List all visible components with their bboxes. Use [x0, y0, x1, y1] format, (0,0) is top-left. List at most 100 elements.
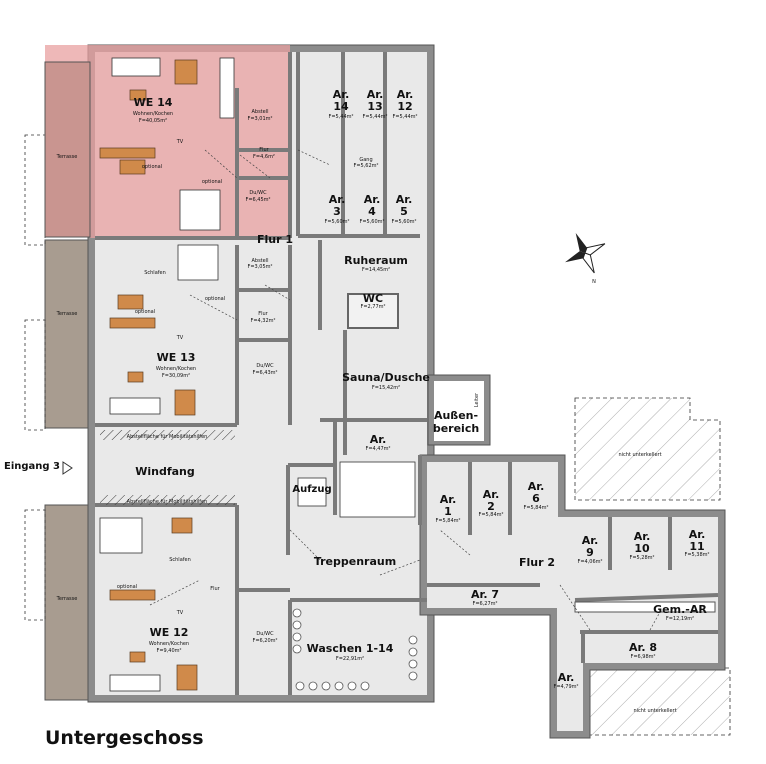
room-windfang: Windfang	[135, 465, 195, 478]
room-aussenbereich: Außen- bereich Leiter	[433, 392, 480, 435]
terrace-we14: Terrasse	[44, 61, 91, 238]
svg-text:Ar.: Ar.	[333, 88, 350, 101]
storage-ar9: Ar. 9 F=4,06m²	[577, 534, 602, 565]
storage-ar8: Ar. 8 F=6,98m²	[629, 641, 657, 660]
svg-text:Du/WC: Du/WC	[256, 631, 274, 637]
room-treppenraum: Treppenraum	[314, 555, 396, 568]
svg-text:Waschen 1-14: Waschen 1-14	[307, 642, 394, 655]
svg-text:F=6,27m²: F=6,27m²	[472, 601, 497, 607]
storage-ar6: Ar. 6 F=5,84m²	[523, 480, 548, 511]
svg-text:TV: TV	[176, 335, 184, 341]
storage-ar12: Ar. 12 F=5,44m²	[392, 88, 417, 120]
svg-text:4: 4	[368, 205, 376, 218]
svg-text:F=5,62m²: F=5,62m²	[353, 163, 378, 169]
svg-text:Schlafen: Schlafen	[144, 270, 166, 276]
svg-text:F=5,28m²: F=5,28m²	[629, 555, 654, 561]
svg-text:F=6,45m²: F=6,45m²	[245, 197, 270, 203]
svg-text:Ar.: Ar.	[370, 433, 387, 446]
wc-box	[347, 293, 399, 329]
svg-text:F=5,44m²: F=5,44m²	[392, 114, 417, 120]
svg-text:F=5,84m²: F=5,84m²	[478, 512, 503, 518]
svg-text:Ar.: Ar.	[440, 493, 457, 506]
svg-text:TV: TV	[176, 139, 184, 145]
shelf-strip	[574, 601, 716, 613]
svg-text:Ar. 8: Ar. 8	[629, 641, 657, 654]
svg-text:F=5,38m²: F=5,38m²	[684, 552, 709, 558]
svg-text:Sauna/Dusche: Sauna/Dusche	[342, 371, 430, 384]
svg-text:12: 12	[397, 100, 412, 113]
svg-text:optional: optional	[117, 584, 137, 590]
room-sauna: Sauna/Dusche F=15,42m²	[342, 371, 430, 391]
svg-text:Ar.: Ar.	[634, 530, 651, 543]
compass-icon	[565, 233, 606, 274]
svg-text:Ar.: Ar.	[367, 88, 384, 101]
svg-text:6: 6	[532, 492, 540, 505]
svg-text:Flur: Flur	[210, 586, 220, 592]
storage-ar10: Ar. 10 F=5,28m²	[629, 530, 654, 561]
svg-text:F=9,40m²: F=9,40m²	[156, 648, 181, 654]
entrance-arrow-icon	[62, 461, 73, 475]
svg-text:5: 5	[400, 205, 408, 218]
apartment-we13: Schlafen optional optional TV WE 13 Wohn…	[135, 258, 278, 379]
storage-strip-top	[100, 430, 235, 440]
storage-ar1: Ar. 1 F=5,84m²	[435, 493, 460, 524]
svg-text:F=5,84m²: F=5,84m²	[435, 518, 460, 524]
storage-ar14: Ar. 14 F=5,44m²	[328, 88, 353, 120]
room-ar-stair: Ar. F=4,47m²	[365, 433, 390, 452]
svg-text:Du/WC: Du/WC	[256, 363, 274, 369]
storage-ar2: Ar. 2 F=5,84m²	[478, 488, 503, 518]
svg-text:optional: optional	[135, 309, 155, 315]
svg-text:bereich: bereich	[433, 422, 479, 435]
unbasemented-area-bottom: nicht unterkellert	[584, 667, 731, 736]
storage-strip-label: Abstellfläche für Mobilitätshilfen	[127, 434, 208, 440]
svg-text:Außen-: Außen-	[434, 409, 478, 422]
svg-text:F=4,6m²: F=4,6m²	[253, 154, 275, 160]
svg-text:Ar.: Ar.	[396, 193, 413, 206]
svg-text:WE 13: WE 13	[157, 351, 196, 364]
svg-text:nicht unterkellert: nicht unterkellert	[633, 708, 676, 714]
floor-title: Untergeschoss	[45, 727, 204, 749]
svg-text:F=6,20m²: F=6,20m²	[252, 638, 277, 644]
terrace-we13: Terrasse	[44, 239, 91, 429]
svg-text:1: 1	[444, 505, 452, 518]
svg-text:9: 9	[586, 546, 594, 559]
apartment-we12: Schlafen optional TV Flur WE 12 Wohnen/K…	[117, 557, 278, 654]
room-wc: WC F=2,77m²	[360, 292, 385, 310]
svg-text:Flur: Flur	[258, 311, 268, 317]
svg-text:optional: optional	[205, 296, 225, 302]
svg-text:F=5,60m²: F=5,60m²	[359, 219, 384, 225]
svg-text:2: 2	[487, 500, 495, 513]
svg-text:F=40,05m²: F=40,05m²	[139, 118, 167, 124]
svg-text:TV: TV	[176, 610, 184, 616]
svg-text:Ruheraum: Ruheraum	[344, 254, 408, 267]
apartment-we14: WE 14 Wohnen/Kochen F=40,05m² TV optiona…	[133, 96, 275, 203]
svg-text:F=4,32m²: F=4,32m²	[250, 318, 275, 324]
svg-text:F=5,44m²: F=5,44m²	[362, 114, 387, 120]
entrance-label: Eingang 3	[4, 461, 61, 472]
svg-text:F=3,05m²: F=3,05m²	[247, 264, 272, 270]
svg-text:F=14,45m²: F=14,45m²	[362, 267, 390, 273]
storage-ar4: Ar. 4 F=5,60m²	[359, 193, 384, 225]
storage-ar5: Ar. 5 F=5,60m²	[391, 193, 416, 225]
svg-text:Ar.: Ar.	[528, 480, 545, 493]
storage-ar3: Ar. 3 F=5,60m²	[324, 193, 349, 225]
unbasemented-area-top: nicht unterkellert	[574, 397, 721, 501]
svg-text:F=6,43m²: F=6,43m²	[252, 370, 277, 376]
svg-text:Ar.: Ar.	[689, 528, 706, 541]
svg-text:Du/WC: Du/WC	[249, 190, 267, 196]
svg-text:F=5,60m²: F=5,60m²	[391, 219, 416, 225]
svg-text:Wohnen/Kochen: Wohnen/Kochen	[156, 366, 196, 372]
svg-text:F=22,91m²: F=22,91m²	[336, 656, 364, 662]
svg-text:F=4,06m²: F=4,06m²	[577, 559, 602, 565]
svg-text:Abstell: Abstell	[251, 258, 268, 264]
svg-text:F=30,09m²: F=30,09m²	[162, 373, 190, 379]
svg-text:13: 13	[367, 100, 382, 113]
svg-text:WE 14: WE 14	[134, 96, 173, 109]
furniture	[99, 57, 416, 692]
svg-text:F=5,44m²: F=5,44m²	[328, 114, 353, 120]
room-flur1: Flur 1	[257, 233, 293, 246]
svg-text:F=2,77m²: F=2,77m²	[360, 304, 385, 310]
room-flur2: Flur 2	[519, 556, 555, 569]
room-aufzug: Aufzug	[292, 484, 331, 495]
